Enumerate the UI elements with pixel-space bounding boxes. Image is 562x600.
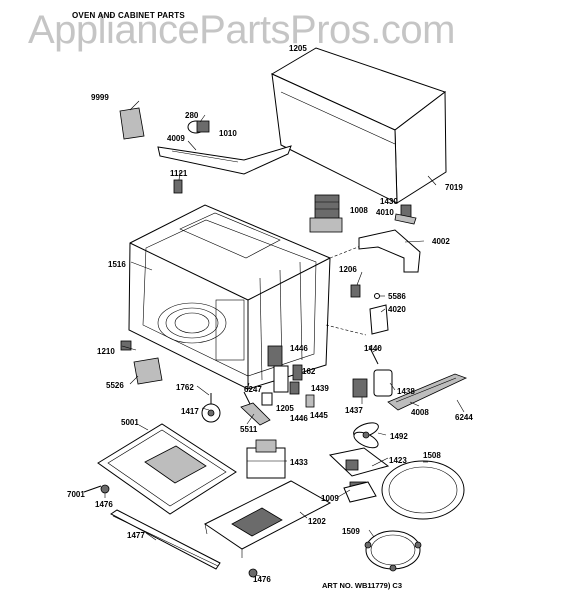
- part-label: 1009: [321, 494, 339, 503]
- part-label: 1008: [350, 206, 368, 215]
- door-latch-rail: [387, 373, 468, 411]
- part-label: 1430: [380, 197, 398, 206]
- part-label: 1446: [290, 414, 308, 423]
- magnetron: [309, 194, 343, 233]
- part-label: 7019: [445, 183, 463, 192]
- outer-case: [270, 47, 447, 204]
- part-label: 1205: [289, 44, 307, 53]
- part-label: 1121: [170, 169, 188, 178]
- hinge-clip: [120, 340, 132, 351]
- art-number: ART NO. WB11779) C3: [322, 581, 403, 590]
- fan-motor: [328, 447, 390, 477]
- fan-blade: [353, 422, 379, 449]
- part-label: 1438: [397, 387, 415, 396]
- part-label: 1437: [345, 406, 363, 415]
- hv-diode: [368, 345, 379, 365]
- part-label: 4008: [411, 408, 429, 417]
- part-label: 1423: [389, 456, 407, 465]
- glass-tray: [381, 460, 465, 520]
- part-label: 5526: [106, 381, 124, 390]
- part-label: 1508: [423, 451, 441, 460]
- part-label: 5511: [240, 425, 258, 434]
- part-label: 1516: [108, 260, 126, 269]
- part-labels: 9999 280 1010 4009 1121 1516 1210 5526 1…: [67, 44, 473, 584]
- watermark: AppliancePartsPros.com: [28, 8, 455, 52]
- part-label: 162: [302, 367, 316, 376]
- foot-left: [100, 484, 110, 494]
- power-cord: [83, 485, 102, 493]
- part-label: 1762: [176, 383, 194, 392]
- part-label: 1440: [364, 344, 382, 353]
- part-label: 1446: [290, 344, 308, 353]
- part-label: 1210: [97, 347, 115, 356]
- base-pan: [97, 423, 237, 515]
- thermo-switch: [173, 179, 183, 194]
- part-label: 1417: [181, 407, 199, 416]
- fuse-bracket: [394, 213, 417, 225]
- part-label: 1202: [308, 517, 326, 526]
- part-label: 1492: [390, 432, 408, 441]
- part-label: 280: [185, 111, 199, 120]
- capacitor-bracket: [369, 304, 389, 335]
- base-rail: [110, 509, 221, 570]
- part-label: 4009: [167, 134, 185, 143]
- part-label: 1433: [290, 458, 308, 467]
- capacitor-screw: [374, 293, 380, 299]
- part-label: 9999: [91, 93, 109, 102]
- part-label: 7001: [67, 490, 85, 499]
- latch-spring: [243, 391, 251, 405]
- part-label: 1206: [339, 265, 357, 274]
- latch-lever: [240, 402, 271, 426]
- warning-label: [133, 357, 163, 385]
- part-label: 1445: [310, 411, 328, 420]
- stirrer-motor: [201, 393, 221, 423]
- part-label: 5001: [121, 418, 139, 427]
- part-label: 6244: [455, 413, 473, 422]
- part-label: 1010: [219, 129, 237, 138]
- part-label: 5586: [388, 292, 406, 301]
- air-duct: [358, 229, 421, 273]
- part-label: 1477: [127, 531, 145, 540]
- part-label: 1476: [253, 575, 271, 584]
- foot-right: [248, 568, 258, 578]
- part-label: 1476: [95, 500, 113, 509]
- part-label: 1439: [311, 384, 329, 393]
- section-title: OVEN AND CABINET PARTS: [72, 11, 185, 20]
- part-label: 4020: [388, 305, 406, 314]
- roller-ring: [364, 530, 422, 572]
- hv-capacitor: [373, 369, 393, 397]
- part-label: 1205: [276, 404, 294, 413]
- part-label: 6247: [244, 385, 262, 394]
- part-label: 4002: [432, 237, 450, 246]
- thermal-cutout: [350, 284, 361, 298]
- turntable-motor: [343, 481, 377, 503]
- oven-cavity: [128, 204, 377, 390]
- leader-lines: [104, 100, 465, 577]
- bulb-socket: [196, 120, 210, 133]
- part-label: 4010: [376, 208, 394, 217]
- base-plate: [204, 480, 332, 558]
- interlock-switches: [261, 345, 315, 408]
- label-card: [119, 107, 145, 140]
- part-label: 1509: [342, 527, 360, 536]
- transformer: [246, 439, 286, 479]
- capacitor-mount: [352, 378, 368, 398]
